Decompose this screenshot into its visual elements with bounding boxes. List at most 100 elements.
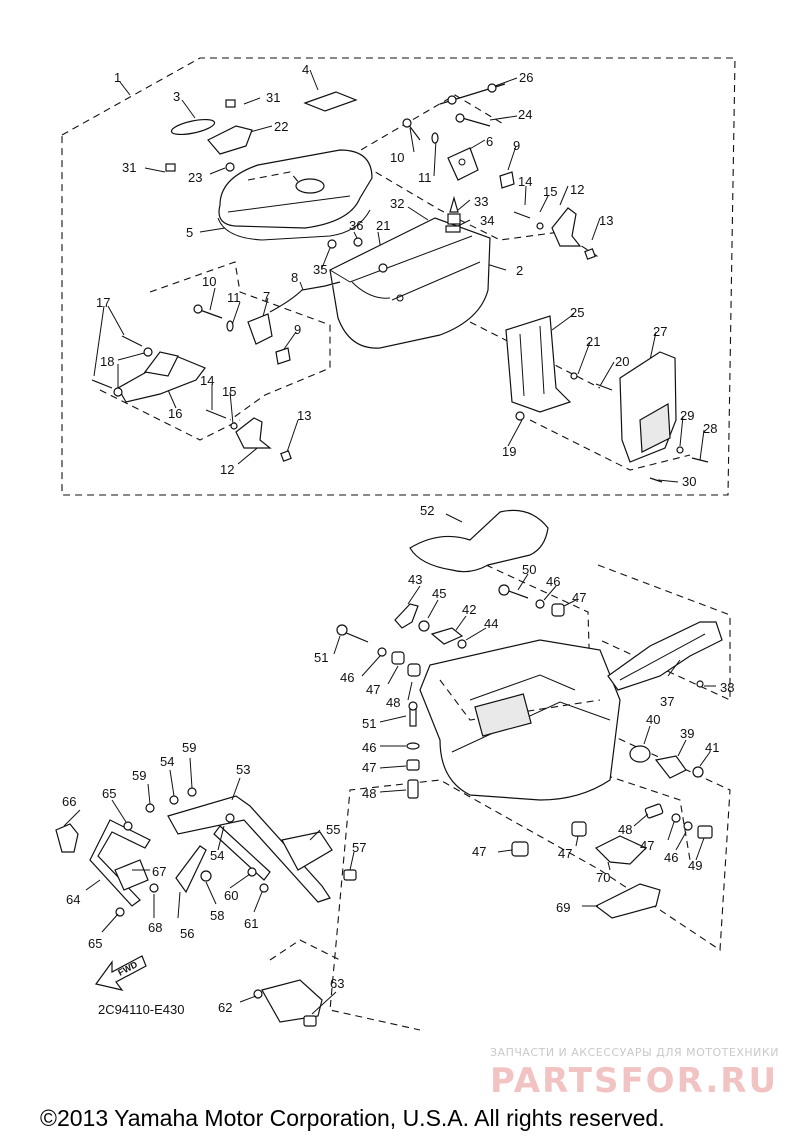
part-6-latch-plate [447,147,479,181]
callout-21b: 21 [586,334,600,349]
callout-24: 24 [518,107,532,122]
callout-47c: 47 [362,760,376,775]
callout-56: 56 [180,926,194,941]
part-43-45-42-44-hardware [394,603,467,649]
callout-10a: 10 [390,150,404,165]
callout-63: 63 [330,976,344,991]
callout-12a: 12 [570,182,584,197]
callout-62: 62 [218,1000,232,1015]
part-53-main-bracket [167,795,331,903]
part-27-reflector [619,351,709,483]
callout-18: 18 [100,354,114,369]
callout-21a: 21 [376,218,390,233]
part-66-clip [55,823,79,853]
part-26-hinge-rod [439,83,506,105]
callout-58: 58 [210,908,224,923]
part-51-46-47-48-stack [406,701,420,799]
callout-68: 68 [148,920,162,935]
callout-44: 44 [484,616,498,631]
part-16-mount-bracket [91,335,206,403]
diagram-code: 2C94110-E430 [98,1002,185,1017]
callout-25: 25 [570,305,584,320]
callout-48b: 48 [362,786,376,801]
part-7-latch [193,304,291,365]
part-22-emblem-base [165,99,253,172]
callout-6: 6 [486,134,493,149]
callout-13b: 13 [297,408,311,423]
callout-46b: 46 [340,670,354,685]
callout-45: 45 [432,586,446,601]
part-67-plate [114,859,149,891]
callout-42: 42 [462,602,476,617]
callout-11a: 11 [418,170,432,185]
callout-14b: 14 [200,373,214,388]
part-4-label-sheet [303,91,358,112]
callout-54b: 54 [210,848,224,863]
construction-lines-top [99,94,691,471]
fwd-arrow-icon: FWD [94,955,147,991]
callout-31b: 31 [122,160,136,175]
callout-35: 35 [313,262,327,277]
callout-33: 33 [474,194,488,209]
callout-43: 43 [408,572,422,587]
callout-19: 19 [502,444,516,459]
callout-66: 66 [62,794,76,809]
part-40-39-41-plugs [629,745,704,779]
callout-8: 8 [291,270,298,285]
callout-22: 22 [274,119,288,134]
callout-15a: 15 [543,184,557,199]
callout-9a: 9 [513,138,520,153]
callout-48c: 48 [618,822,632,837]
part-5-lid [217,149,373,241]
callout-11b: 11 [227,290,241,305]
callout-51a: 51 [314,650,328,665]
callout-47d: 47 [640,838,654,853]
callout-50: 50 [522,562,536,577]
part-box-lower [419,639,621,801]
callout-41: 41 [705,740,719,755]
callout-13a: 13 [599,213,613,228]
copyright-notice: ©2013 Yamaha Motor Corporation, U.S.A. A… [40,1105,665,1131]
part-37-side-rail [607,621,723,691]
watermark-brand: PARTSFOR.RU [490,1061,778,1101]
callout-65b: 65 [88,936,102,951]
callout-38: 38 [720,680,734,695]
part-56-bracket-lower [175,845,207,894]
callout-15b: 15 [222,384,236,399]
callout-labels: 1 2 3 4 5 6 7 8 9 9 10 10 11 11 12 12 13… [62,62,734,1015]
callout-20: 20 [615,354,629,369]
callout-60: 60 [224,888,238,903]
callout-55: 55 [326,822,340,837]
part-52-pad [409,509,549,573]
callout-3: 3 [173,89,180,104]
part-47-center-collars [511,821,587,857]
callout-10b: 10 [202,274,216,289]
part-12-hinge-left [205,409,292,462]
callout-32: 32 [390,196,404,211]
callout-2: 2 [516,263,523,278]
callout-31a: 31 [266,90,280,105]
callout-40: 40 [646,712,660,727]
callout-37: 37 [660,694,674,709]
callout-23: 23 [188,170,202,185]
callout-52: 52 [420,503,434,518]
part-51-46-47-bolt-left [336,624,421,677]
callout-27: 27 [653,324,667,339]
callout-12b: 12 [220,462,234,477]
callout-61: 61 [244,916,258,931]
callout-47a: 47 [572,590,586,605]
callout-28: 28 [703,421,717,436]
part-69-plate [594,883,661,919]
callout-36: 36 [349,218,363,233]
callout-39: 39 [680,726,694,741]
callout-46d: 46 [664,850,678,865]
callout-1: 1 [114,70,121,85]
part-10-bolt-upper [402,118,439,144]
callout-9b: 9 [294,322,301,337]
callout-57: 57 [352,840,366,855]
part-47-46-48-49-right-stack [644,803,713,839]
callout-14a: 14 [518,174,532,189]
callout-30: 30 [682,474,696,489]
part-2-box [329,217,491,349]
